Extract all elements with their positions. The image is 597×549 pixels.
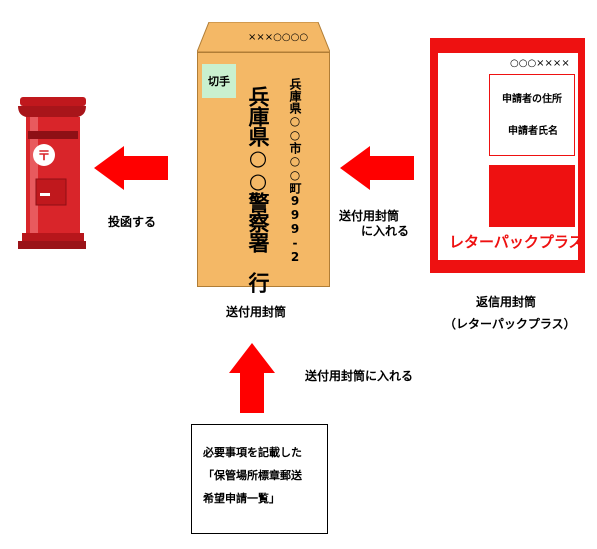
envelope-address: 兵庫県○○市○○町999-2 (288, 78, 302, 264)
return-envelope (197, 52, 330, 287)
envelope-flap (197, 22, 330, 53)
letterpack-address-box (489, 74, 575, 156)
form-line-3: 希望申請一覧」 (203, 492, 280, 505)
arrow-to-postbox (94, 146, 168, 190)
envelope-caption: 送付用封筒 (226, 305, 287, 319)
letterpack-caption-1: 返信用封筒 (476, 295, 537, 309)
postbox-label: 投函する (108, 215, 157, 229)
form-line-2: 「保管場所標章郵送 (203, 469, 302, 482)
application-form (191, 424, 328, 534)
letterpack-field-name: 申請者氏名 (508, 126, 558, 137)
arrow-form-to-envelope (229, 343, 275, 413)
letterpack-brand: レターパックプラス (449, 233, 584, 251)
letterpack-sender-number: ○○○×××× (510, 58, 570, 69)
letterpack-red-block (489, 165, 575, 227)
into-envelope-label-1: 送付用封筒 (339, 209, 400, 223)
into-envelope-label-2: に入れる (361, 224, 410, 238)
postbox-illustration: 〒 (18, 97, 86, 249)
form-line-1: 必要事項を記載した (203, 446, 302, 459)
svg-text:〒: 〒 (37, 149, 50, 164)
envelope-addressee: 兵庫県○○警察署 行 (246, 86, 270, 292)
stamp-area: 切手 (202, 64, 236, 98)
letterpack-caption-2: （レターパックプラス） (444, 317, 576, 331)
letterpack-field-address: 申請者の住所 (502, 94, 562, 105)
form-to-envelope-label: 送付用封筒に入れる (305, 369, 414, 383)
envelope-recipient-number: ×××○○○○ (248, 32, 309, 43)
arrow-letterpack-to-envelope (340, 146, 414, 190)
